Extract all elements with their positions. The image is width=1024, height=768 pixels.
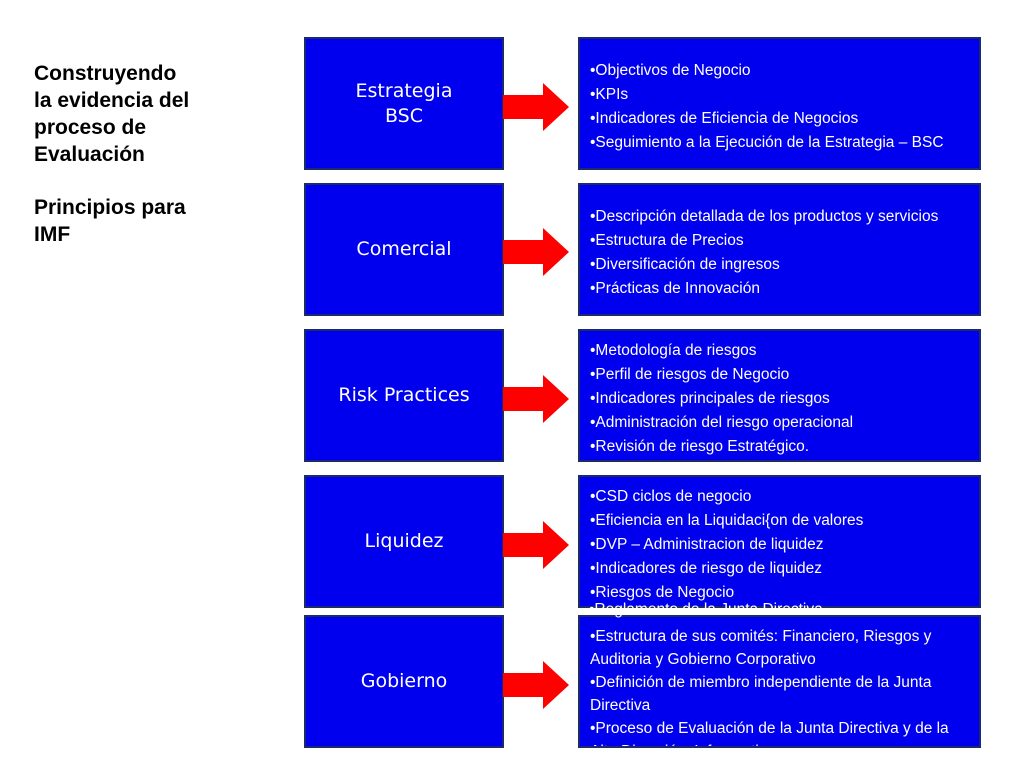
category-label: Liquidez xyxy=(364,530,444,552)
detail-item: •Diversificación de ingresos xyxy=(590,256,780,273)
detail-item: •Indicadores de Eficiencia de Negocios xyxy=(590,110,859,127)
overflow-text: •Reglamento de la Junta Directiva xyxy=(589,601,823,618)
category-label: BSC xyxy=(384,104,424,127)
title-line: Construyendo xyxy=(34,62,177,85)
category-label: Comercial xyxy=(356,238,452,260)
slide-title: Construyendo la evidencia del proceso de… xyxy=(34,60,274,248)
detail-item: •Metodología de riesgos xyxy=(590,342,757,359)
category-box-comercial: Comercial xyxy=(304,183,504,316)
detail-box-risk-practices: •Metodología de riesgos •Perfil de riesg… xyxy=(578,329,981,462)
detail-item: •Proceso de Evaluación de la Junta Direc… xyxy=(590,720,949,746)
detail-box-liquidez: •CSD ciclos de negocio •Eficiencia en la… xyxy=(578,475,981,608)
detail-item: •Estructura de Precios xyxy=(590,232,744,249)
detail-box-estrategia: •Objectivos de Negocio •KPIs •Indicadore… xyxy=(578,37,981,170)
arrow-right-icon xyxy=(503,661,569,709)
title-line: la evidencia del xyxy=(34,89,190,112)
subtitle-line: IMF xyxy=(34,223,71,246)
arrow-right-icon xyxy=(503,375,569,423)
category-box-gobierno: Gobierno xyxy=(304,615,504,748)
detail-item: •Seguimiento a la Ejecución de la Estrat… xyxy=(590,134,944,151)
category-label: Estrategia xyxy=(355,79,453,102)
arrow-right-icon xyxy=(503,83,569,131)
detail-item: •Estructura de sus comités: Financiero, … xyxy=(590,628,932,668)
detail-item: •CSD ciclos de negocio xyxy=(590,488,752,505)
detail-item: •Administración del riesgo operacional xyxy=(590,414,854,431)
detail-item: •Indicadores principales de riesgos xyxy=(590,390,830,407)
detail-item: •Perfil de riesgos de Negocio xyxy=(590,366,790,383)
category-label: Risk Practices xyxy=(338,384,470,406)
detail-item: •Indicadores de riesgo de liquidez xyxy=(590,560,823,577)
category-label: Gobierno xyxy=(360,670,448,692)
detail-item: •Eficiencia en la Liquidaci{on de valore… xyxy=(590,512,864,529)
subtitle-line: Principios para xyxy=(34,196,186,219)
title-line: proceso de xyxy=(34,116,147,139)
detail-item: •Revisión de riesgo Estratégico. xyxy=(590,438,810,455)
detail-item: •Riesgos de Negocio xyxy=(590,584,735,601)
arrow-right-icon xyxy=(503,521,569,569)
detail-item: •Prácticas de Innovación xyxy=(590,280,760,297)
title-line: Evaluación xyxy=(34,143,145,166)
detail-item: •DVP – Administracion de liquidez xyxy=(590,536,824,553)
detail-box-comercial: •Descripción detallada de los productos … xyxy=(578,183,981,316)
category-box-estrategia: Estrategia BSC xyxy=(304,37,504,170)
detail-box-gobierno: •Estructura de sus comités: Financiero, … xyxy=(578,615,981,748)
detail-item: •KPIs xyxy=(590,86,629,103)
category-box-risk-practices: Risk Practices xyxy=(304,329,504,462)
detail-item: •Definición de miembro independiente de … xyxy=(590,674,932,714)
detail-item: •Descripción detallada de los productos … xyxy=(590,208,939,225)
category-box-liquidez: Liquidez xyxy=(304,475,504,608)
arrow-right-icon xyxy=(503,228,569,276)
detail-item: •Objectivos de Negocio xyxy=(590,62,751,79)
